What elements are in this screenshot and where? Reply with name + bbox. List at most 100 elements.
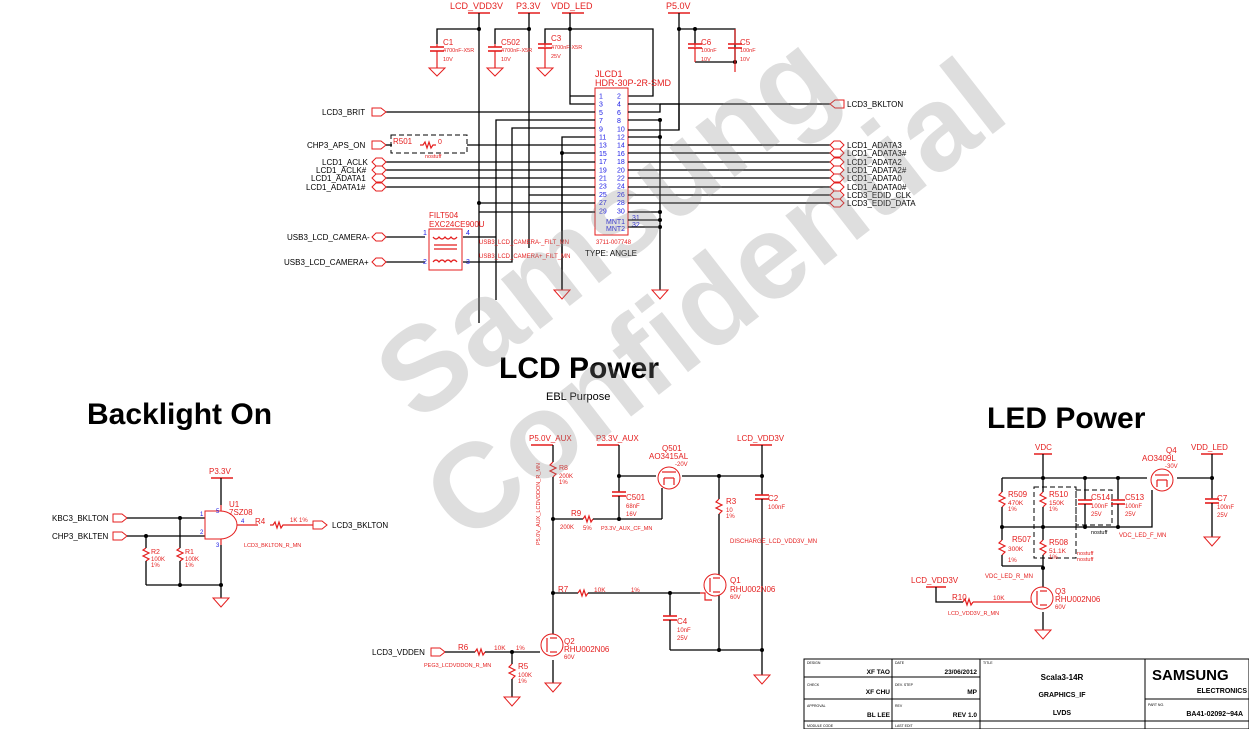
c502-ref: C502 xyxy=(501,38,521,47)
led-rail-vdd-led: VDD_LED xyxy=(1191,443,1228,452)
jlcd1-mnt1: MNT1 xyxy=(606,219,625,226)
backlight-circuit: P3.3V KBC3_BKLTON CHP3_BKLTEN U1 7SZ08 1… xyxy=(52,467,388,608)
net-p3v-aux-cf: P3.3V_AUX_CF_MN xyxy=(601,526,652,532)
cap-c5: C5 100nF 10V xyxy=(728,29,756,63)
rail-p3-3v: P3.3V xyxy=(516,1,541,11)
tb-rev: REV 1.0 xyxy=(953,712,978,719)
c7-value: 100nF xyxy=(1217,505,1234,511)
tb-title-3: LVDS xyxy=(1053,710,1071,717)
u1-pin5: 5 xyxy=(216,509,220,515)
net-usb3-camera-plus: USB3_LCD_CAMERA+ xyxy=(284,258,369,267)
r501-ref: R501 xyxy=(393,137,413,146)
filt504-pin4: 4 xyxy=(466,230,470,237)
tb-design: XF TAO xyxy=(867,669,890,676)
r3-ref: R3 xyxy=(726,497,737,506)
q4-ref: Q4 xyxy=(1166,446,1177,455)
tb-title-label: TITLE xyxy=(983,661,993,665)
filt504-pin2: 2 xyxy=(423,259,427,266)
q3-ref: Q3 xyxy=(1055,587,1066,596)
led-rail-lcd-vdd3v: LCD_VDD3V xyxy=(911,576,959,585)
jlcd1-pin-6: 6 xyxy=(617,110,621,117)
net-lcd3-vdden: LCD3_VDDEN xyxy=(372,648,425,657)
c502-value: 4700nF-X5R xyxy=(501,48,532,54)
r6-value: 10K xyxy=(494,645,506,652)
r510-tol: 1% xyxy=(1049,507,1058,513)
r8-value: 200K xyxy=(559,474,573,480)
r507-value: 300K xyxy=(1008,546,1024,553)
c5-value: 100nF xyxy=(740,48,756,54)
r510-value: 150K xyxy=(1049,500,1065,507)
c514-ref: C514 xyxy=(1091,493,1111,502)
u1-part: 7SZ08 xyxy=(229,508,253,517)
jlcd1-pin-29: 29 xyxy=(599,208,607,215)
c2-ref: C2 xyxy=(768,494,779,503)
tb-rev-label: REV xyxy=(895,704,903,708)
c501-voltage: 16V xyxy=(626,512,637,518)
r509-value: 470K xyxy=(1008,500,1024,507)
jlcd1-mnt2: MNT2 xyxy=(606,226,625,233)
c2-value: 100nF xyxy=(768,505,785,511)
q4-part: AO3409L xyxy=(1142,454,1176,463)
c6-value: 100nF xyxy=(701,48,717,54)
tb-company-samsung: SAMSUNG xyxy=(1152,667,1229,684)
jlcd1-pin-11: 11 xyxy=(599,135,606,142)
top-power-rails: LCD_VDD3V P3.3V VDD_LED P5.0V xyxy=(450,1,691,14)
c7-voltage: 25V xyxy=(1217,513,1228,519)
r10-value: 10K xyxy=(993,595,1005,602)
r508-nostuff-2: nostuff xyxy=(1077,557,1094,563)
r7-value: 10K xyxy=(594,587,606,594)
rail-p5-0v: P5.0V xyxy=(666,1,691,11)
c5-ref: C5 xyxy=(740,38,751,47)
led-rail-vdc: VDC xyxy=(1035,443,1052,452)
jlcd1-pin-26: 26 xyxy=(617,192,625,199)
q1-rating: 60V xyxy=(730,595,741,601)
net-port-lcd1-adata0 xyxy=(829,173,845,183)
jlcd1-ref: JLCD1 xyxy=(595,69,623,79)
jlcd1-pin-7: 7 xyxy=(599,118,603,125)
jlcd1-pin-4: 4 xyxy=(617,102,621,109)
filt504-pin1: 1 xyxy=(423,230,427,237)
net-lcd1-adata1: LCD1_ADATA1 xyxy=(311,174,366,183)
r4-ref: R4 xyxy=(255,517,266,526)
q501-ref: Q501 xyxy=(662,444,682,453)
net-lcd3-bkltton-out: LCD3_BKLTON xyxy=(332,521,388,530)
tb-approval-label: APPROVAL xyxy=(807,704,826,708)
tb-check-label: CHECK xyxy=(807,683,820,687)
q501-part: AO3415AL xyxy=(649,452,689,461)
jlcd1-pin-23: 23 xyxy=(599,184,607,191)
r508-tol: 1% xyxy=(1049,555,1058,561)
r7-tol: 1% xyxy=(631,588,640,594)
r2-ref: R2 xyxy=(151,549,160,556)
jlcd1-pin-16: 16 xyxy=(617,151,625,158)
net-lcd3-edid-data: LCD3_EDID_DATA xyxy=(847,199,916,208)
c513-value: 100nF xyxy=(1125,504,1142,510)
rail-lcd-vdd3v: LCD_VDD3V xyxy=(450,1,503,11)
tb-approval: BL LEE xyxy=(867,712,891,719)
net-lcd3-brit: LCD3_BRIT xyxy=(322,108,365,117)
bl-rail-p3-3v: P3.3V xyxy=(209,467,231,476)
top-wires xyxy=(436,13,737,323)
net-lcd1-adata3: LCD1_ADATA3 xyxy=(847,141,902,150)
c501-ref: C501 xyxy=(626,493,646,502)
net-port-lcd3-edid-data xyxy=(829,198,845,208)
q3-rating: 60V xyxy=(1055,605,1066,611)
section-title-led-power: LED Power xyxy=(987,402,1146,435)
c5-voltage: 10V xyxy=(740,57,750,63)
jlcd1-pin-25: 25 xyxy=(599,192,607,199)
tb-design-label: DESIGN xyxy=(807,661,821,665)
net-vdc-led-r: VDC_LED_R_MN xyxy=(985,574,1033,580)
net-lcd1-aclk-n: LCD1_ACLK# xyxy=(316,166,367,175)
net-camera-plus-filt: USB3_LCD_CAMERA+_FILT_MN xyxy=(479,254,570,260)
c513-ref: C513 xyxy=(1125,493,1145,502)
r6-ref: R6 xyxy=(458,643,469,652)
cap-c6: C6 100nF 10V xyxy=(688,38,717,63)
net-lcd3-edid-clk: LCD3_EDID_CLK xyxy=(847,191,912,200)
jlcd1-pin-13: 13 xyxy=(599,143,607,150)
net-port-lcd1-adata2- xyxy=(829,165,845,175)
tb-title-2: GRAPHICS_IF xyxy=(1038,692,1086,699)
q2-part: RHU002N06 xyxy=(564,645,610,654)
net-chp3-bklten: CHP3_BKLTEN xyxy=(52,532,109,541)
r9-tol: 5% xyxy=(583,526,592,532)
c6-voltage: 10V xyxy=(701,57,711,63)
